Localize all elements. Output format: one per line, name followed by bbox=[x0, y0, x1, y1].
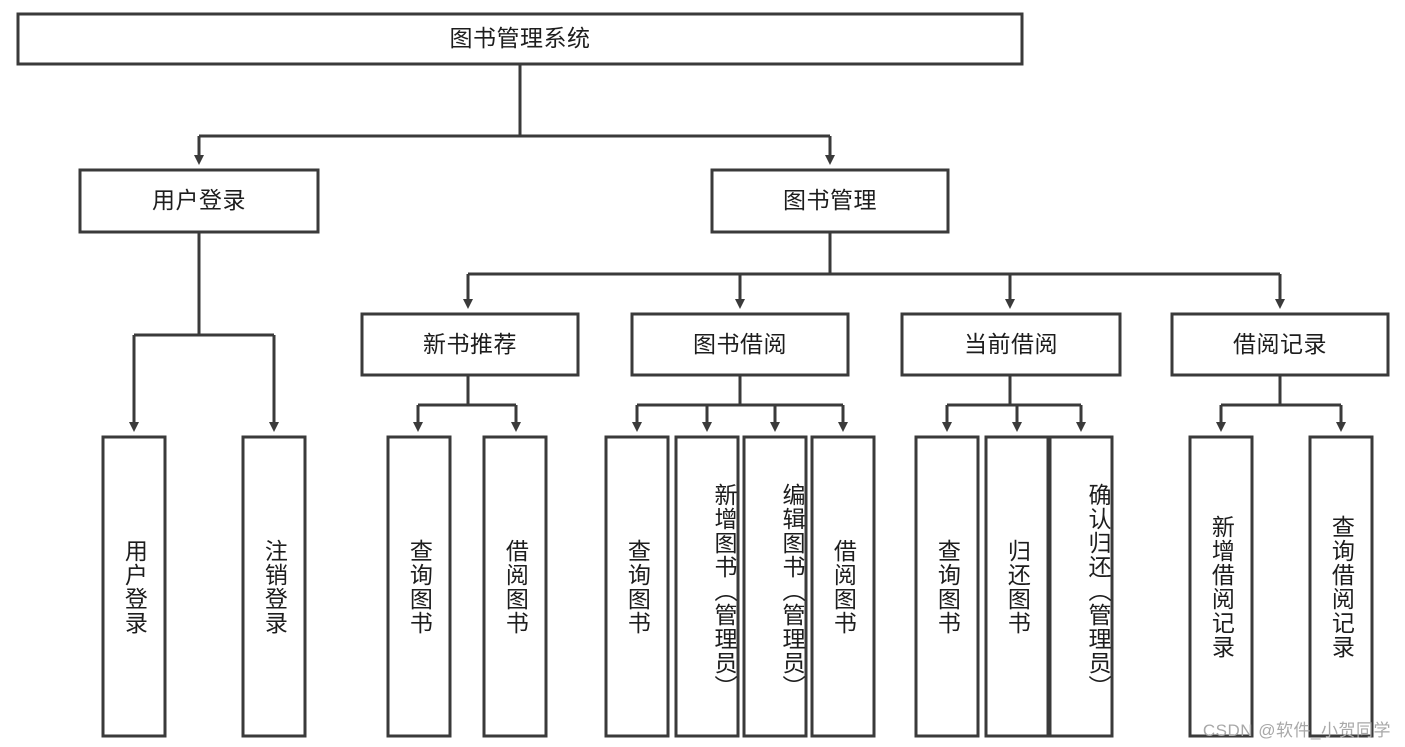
node-box-leaf-borrow-record-1[interactable] bbox=[1188, 435, 1254, 738]
node-box-borrow-record[interactable] bbox=[1170, 312, 1390, 377]
node-box-book-management[interactable] bbox=[710, 168, 950, 234]
node-box-leaf-borrow-record-2[interactable] bbox=[1308, 435, 1374, 738]
node-box-leaf-current-borrow-2[interactable] bbox=[984, 435, 1050, 738]
node-box-leaf-current-borrow-3[interactable] bbox=[1048, 435, 1114, 738]
node-box-user-login[interactable] bbox=[78, 168, 320, 234]
node-box-leaf-book-borrow-4[interactable] bbox=[810, 435, 876, 738]
node-box-current-borrow[interactable] bbox=[900, 312, 1122, 377]
watermark-text: CSDN @软件_小贺同学 bbox=[1202, 721, 1391, 740]
node-box-leaf-book-borrow-1[interactable] bbox=[604, 435, 670, 738]
node-box-leaf-new-book-2[interactable] bbox=[482, 435, 548, 738]
node-box-leaf-user-login-1[interactable] bbox=[101, 435, 167, 738]
node-box-leaf-current-borrow-1[interactable] bbox=[914, 435, 980, 738]
node-box-book-borrow[interactable] bbox=[630, 312, 850, 377]
node-box-new-book-recommend[interactable] bbox=[360, 312, 580, 377]
node-box-leaf-user-login-2[interactable] bbox=[241, 435, 307, 738]
node-box-leaf-book-borrow-3[interactable] bbox=[742, 435, 808, 738]
node-box-root[interactable] bbox=[16, 12, 1024, 66]
node-box-leaf-book-borrow-2[interactable] bbox=[674, 435, 740, 738]
node-box-leaf-new-book-1[interactable] bbox=[386, 435, 452, 738]
